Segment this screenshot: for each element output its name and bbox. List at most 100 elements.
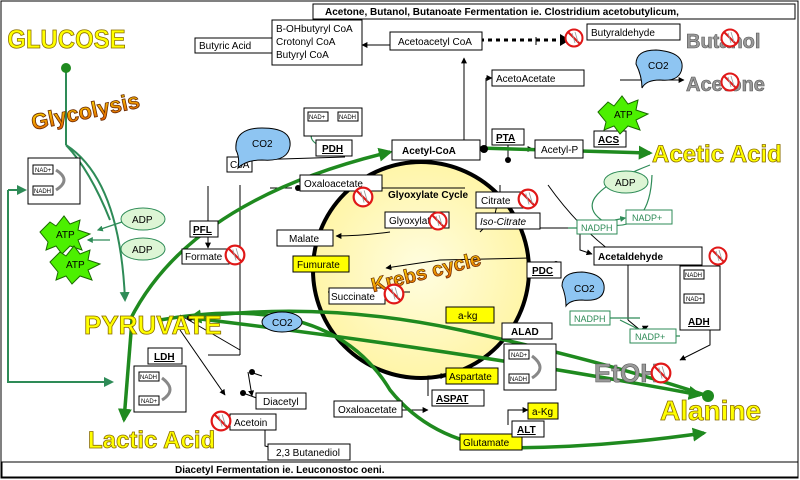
no-sign-icon [708, 246, 728, 266]
no-sign-icon [352, 186, 374, 208]
no-sign-icon [720, 72, 740, 92]
bottom-title-bar: Diacetyl Fermentation ie. Leuconostoc oe… [1, 461, 799, 478]
succinate-box: Succinate [328, 287, 386, 305]
malate-box: Malate [276, 229, 334, 247]
svg-text:PDC: PDC [532, 266, 553, 277]
lactic-acid-label: Lactic Acid [88, 427, 215, 454]
adp-3: ADP [603, 170, 649, 194]
diacetyl-node [249, 369, 255, 375]
svg-text:NADP+: NADP+ [635, 332, 665, 342]
svg-text:Diacetyl: Diacetyl [263, 397, 299, 408]
enzyme-alt: ALT [511, 420, 545, 438]
svg-text:ADH: ADH [688, 317, 710, 328]
no-sign-icon [720, 28, 740, 48]
svg-text:ATP: ATP [614, 110, 633, 121]
acetoin-node [240, 390, 246, 396]
svg-text:a-kg: a-kg [458, 311, 477, 322]
svg-text:NADPH: NADPH [581, 223, 613, 233]
formate-box: Formate [181, 248, 230, 265]
enzyme-pfl: PFL [189, 220, 219, 238]
alanine-label: Alanine [660, 395, 761, 426]
svg-text:2,3 Butanediol: 2,3 Butanediol [276, 448, 340, 459]
acetoacetate-box: AcetoAcetate [491, 69, 585, 87]
pyruvate-label: PYRUVATE [84, 310, 222, 340]
svg-text:Iso-Citrate: Iso-Citrate [480, 217, 527, 228]
enzyme-pdc: PDC [526, 261, 562, 279]
enzyme-ldh: LDH [147, 347, 183, 365]
akg-center-box: a-kg [445, 306, 495, 324]
svg-text:a-Kg: a-Kg [532, 407, 553, 418]
svg-text:NAD+: NAD+ [141, 399, 158, 405]
nad-box-ldh: NADH NAD+ [133, 365, 187, 413]
svg-text:NADP+: NADP+ [632, 213, 662, 223]
svg-text:Oxaloacetate: Oxaloacetate [338, 405, 397, 416]
svg-text:NADH: NADH [34, 189, 51, 195]
svg-text:Malate: Malate [289, 234, 319, 245]
butanediol-box: 2,3 Butanediol [267, 443, 351, 461]
svg-text:PDH: PDH [322, 144, 343, 155]
svg-text:CO2: CO2 [272, 318, 293, 329]
svg-text:Acetaldehyde: Acetaldehyde [598, 252, 663, 263]
glutamate-box: Glutamate [459, 433, 523, 451]
nadph-top: NADPH [576, 219, 618, 235]
svg-text:ADP: ADP [132, 215, 153, 226]
nadph-mid: NADPH [569, 310, 611, 326]
enzyme-aspat: ASPAT [431, 389, 485, 407]
svg-text:NAD+: NAD+ [35, 168, 52, 174]
nad-box-adh: NADH NAD+ [683, 269, 705, 304]
svg-text:ASPAT: ASPAT [436, 394, 468, 405]
enzyme-pta: PTA [491, 128, 525, 146]
svg-text:PFL: PFL [193, 225, 212, 236]
bottom-title-text: Diacetyl Fermentation ie. Leuconostoc oe… [175, 465, 385, 476]
svg-text:Acetoacetyl CoA: Acetoacetyl CoA [398, 37, 472, 48]
no-sign-icon [210, 410, 232, 432]
svg-text:ATP: ATP [56, 230, 75, 241]
atp-burst-2: ATP [49, 245, 102, 285]
svg-text:Glutamate: Glutamate [463, 438, 510, 449]
nadp-mid: NADP+ [629, 328, 677, 344]
enzyme-pdh: PDH [315, 139, 353, 157]
glyoxylate-cycle-label: Glyoxylate Cycle [388, 190, 468, 201]
acetoacetyl-coa-box: Acetoacetyl CoA [389, 31, 483, 51]
nadp-top: NADP+ [625, 209, 673, 225]
glucose-label: GLUCOSE [7, 25, 125, 54]
top-title-bar: Acetone, Butanol, Butanoate Fermentation… [312, 3, 796, 20]
nad-box-left: NAD+ NADH [27, 157, 81, 205]
svg-text:LDH: LDH [154, 352, 175, 363]
butyryl-coa-stack: B-OHbutyryl CoA Crotonyl CoA Butyryl CoA [271, 19, 363, 66]
svg-text:ACS: ACS [598, 135, 619, 146]
acetylcoa-node [480, 145, 488, 153]
glucose-node [61, 63, 71, 73]
svg-text:ADP: ADP [615, 178, 636, 189]
no-sign-icon [564, 28, 584, 48]
svg-text:PTA: PTA [496, 133, 515, 144]
svg-text:ALAD: ALAD [511, 327, 539, 338]
nad-box-aspat: NAD+ NADH [503, 343, 557, 391]
acetaldehyde-box: Acetaldehyde [593, 246, 703, 266]
oxaloacetate-box: Oxaloacetate [299, 174, 383, 192]
svg-text:Butyryl CoA: Butyryl CoA [276, 50, 329, 61]
svg-text:Butyraldehyde: Butyraldehyde [591, 28, 655, 39]
butyraldehyde-box: Butyraldehyde [586, 23, 681, 41]
aspartate-box: Aspartate [445, 367, 499, 385]
svg-text:Crotonyl CoA: Crotonyl CoA [276, 37, 336, 48]
atp-burst-3: ATP [597, 95, 650, 135]
svg-text:CO2: CO2 [252, 139, 273, 150]
adp-2: ADP [120, 237, 166, 261]
acetoin-box: Acetoin [229, 413, 277, 431]
isocitrate-box: Iso-Citrate [475, 212, 541, 230]
svg-text:Glyoxylate: Glyoxylate [389, 216, 436, 227]
svg-text:Butyric Acid: Butyric Acid [199, 41, 251, 52]
svg-text:NAD+: NAD+ [309, 115, 326, 121]
svg-text:NAD+: NAD+ [686, 297, 703, 303]
svg-text:Acetyl-P: Acetyl-P [541, 145, 579, 156]
etoh-label: EtOH [594, 358, 659, 388]
co2-butanol: CO2 [635, 49, 683, 89]
svg-text:ALT: ALT [517, 425, 536, 436]
svg-text:Fumurate: Fumurate [297, 260, 340, 271]
svg-text:Oxaloacetate: Oxaloacetate [304, 179, 363, 190]
pyruvate-node [187, 315, 193, 321]
svg-text:NADH: NADH [339, 115, 356, 121]
